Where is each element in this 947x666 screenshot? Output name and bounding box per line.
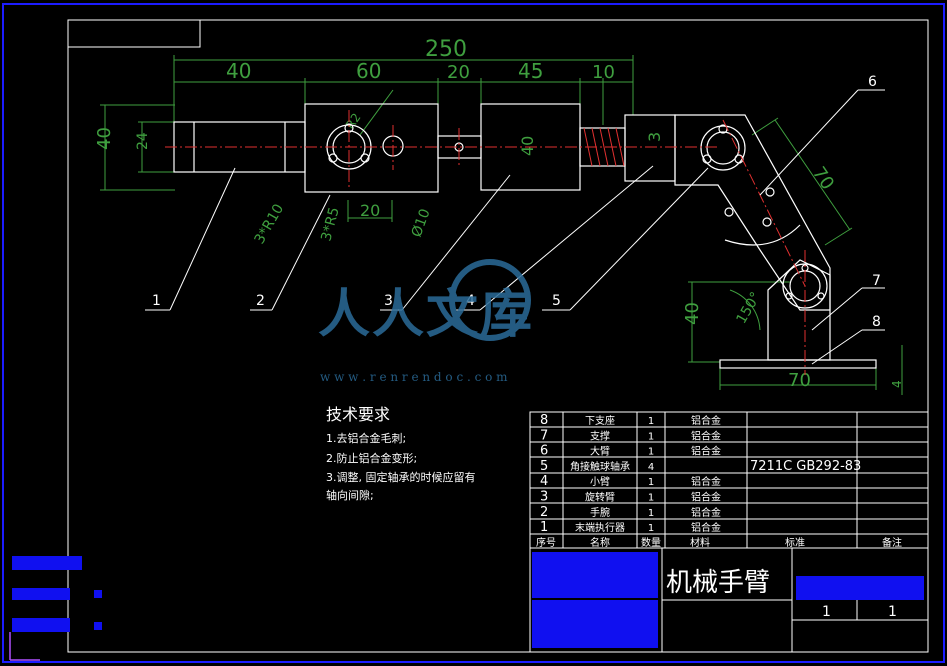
watermark: 人人文库 w w w . r e n r e n d o c . c o m <box>318 259 534 384</box>
bom-cell-material: 铝合金 <box>691 491 721 504</box>
dim-phi40-a: 40 <box>518 136 537 156</box>
dim-left-24: 24 <box>135 132 151 150</box>
ucs-axis-icon <box>9 632 40 661</box>
dim-phi10: Ø10 <box>409 207 434 240</box>
part-labels: 1 2 3 4 5 6 7 8 <box>152 74 881 330</box>
bom-cell-no: 6 <box>540 444 548 459</box>
dim-base-40: 40 <box>682 302 703 325</box>
dim-45: 45 <box>518 59 543 83</box>
bom-cell-material: 铝合金 <box>691 414 721 427</box>
part-label-7: 7 <box>872 273 881 289</box>
dim-4: 4 <box>890 380 904 388</box>
bom-cell-name: 角接触球轴承 <box>570 460 630 473</box>
bom-cell-name: 大臂 <box>590 445 610 458</box>
bom-cell-no: 2 <box>540 505 548 520</box>
part-label-2: 2 <box>256 293 265 309</box>
bom-header-name: 名称 <box>590 536 610 549</box>
center-lines <box>165 110 806 375</box>
dim-150deg: 150° <box>734 289 765 326</box>
bom-cell-qty: 1 <box>648 508 654 519</box>
bom-header-material: 材料 <box>690 536 710 549</box>
bom-cell-qty: 1 <box>648 477 654 488</box>
bom-cell-qty: 4 <box>648 462 654 473</box>
bom-cell-material: 铝合金 <box>691 521 721 534</box>
watermark-logo-text: 人人文库 <box>318 284 534 345</box>
part-label-6: 6 <box>868 74 877 90</box>
bom-cell-name: 手腕 <box>590 506 610 519</box>
dim-60: 60 <box>356 59 381 83</box>
dim-20-top: 20 <box>447 62 470 83</box>
title-scale: 1 <box>822 604 831 620</box>
part-label-1: 1 <box>152 293 161 309</box>
title-sheet: 1 <box>888 604 897 620</box>
bom-cell-name: 旋转臂 <box>585 491 615 504</box>
tech-item-1: 1.去铝合金毛刺; <box>326 431 406 445</box>
title-block: 机械手臂 1 1 <box>529 547 929 653</box>
bom-cell-qty: 1 <box>648 416 654 427</box>
bom-table <box>529 411 929 549</box>
side-stamps <box>12 556 102 632</box>
bom-cell-no: 1 <box>540 520 548 535</box>
bom-header-standard: 标准 <box>785 537 805 549</box>
bom-rows: 8 下支座 1 铝合金 7 支撑 1 铝合金 6 大臂 1 铝合金 5 角接触球轴承 4 7211C GB29… <box>536 413 902 549</box>
bom-cell-qty: 1 <box>648 431 654 442</box>
bom-cell-material: 铝合金 <box>691 429 721 442</box>
dim-left-40: 40 <box>94 127 115 150</box>
bom-cell-name: 末端执行器 <box>575 521 625 534</box>
tech-item-4: 轴向间隙; <box>326 488 374 502</box>
bom-cell-no: 5 <box>540 459 548 474</box>
bom-cell-no: 4 <box>540 474 548 489</box>
tech-item-2: 2.防止铝合金变形; <box>326 451 417 465</box>
bom-cell-no: 7 <box>540 428 548 443</box>
leader-lines <box>145 89 885 365</box>
drawing-title: 机械手臂 <box>666 568 770 598</box>
bom-header-note: 备注 <box>882 536 902 549</box>
part-label-5: 5 <box>552 293 561 309</box>
code-box <box>67 19 201 48</box>
bom-cell-qty: 1 <box>648 447 654 458</box>
bom-cell-material: 铝合金 <box>691 475 721 488</box>
bom-cell-no: 3 <box>540 490 548 505</box>
tech-heading: 技术要求 <box>326 405 390 424</box>
part-label-8: 8 <box>872 314 881 330</box>
bom-cell-name: 小臂 <box>590 475 610 488</box>
part-label-3: 3 <box>384 293 393 309</box>
dim-overall: 250 <box>425 37 467 62</box>
dim-phi40-b: 3 <box>645 132 664 142</box>
bom-cell-qty: 1 <box>648 523 654 534</box>
bom-header-qty: 数量 <box>641 536 661 549</box>
tech-item-3: 3.调整, 固定轴承的时候应留有 <box>326 470 476 484</box>
bom-cell-material: 铝合金 <box>691 506 721 519</box>
bom-cell-name: 下支座 <box>585 414 615 427</box>
bom-cell-name: 支撑 <box>590 429 610 442</box>
bom-header-no: 序号 <box>536 536 556 549</box>
bom-cell-standard: 7211C GB292-83 <box>750 459 861 474</box>
dim-3r10: 3*R10 <box>252 201 288 247</box>
inner-frame <box>67 19 929 653</box>
bom-cell-no: 8 <box>540 413 548 428</box>
watermark-url: w w w . r e n r e n d o c . c o m <box>320 370 508 384</box>
bom-cell-material: 铝合金 <box>691 445 721 458</box>
dim-40-top: 40 <box>226 59 251 83</box>
tech-requirements: 技术要求 1.去铝合金毛刺; 2.防止铝合金变形; 3.调整, 固定轴承的时候应… <box>326 405 476 502</box>
bom-cell-qty: 1 <box>648 493 654 504</box>
part-label-4: 4 <box>466 293 475 309</box>
dim-10: 10 <box>592 62 615 83</box>
outer-border <box>2 3 945 663</box>
dim-70-slanted: 70 <box>808 163 838 194</box>
dim-20-bottom: 20 <box>360 201 380 220</box>
dim-base-70: 70 <box>788 370 811 391</box>
